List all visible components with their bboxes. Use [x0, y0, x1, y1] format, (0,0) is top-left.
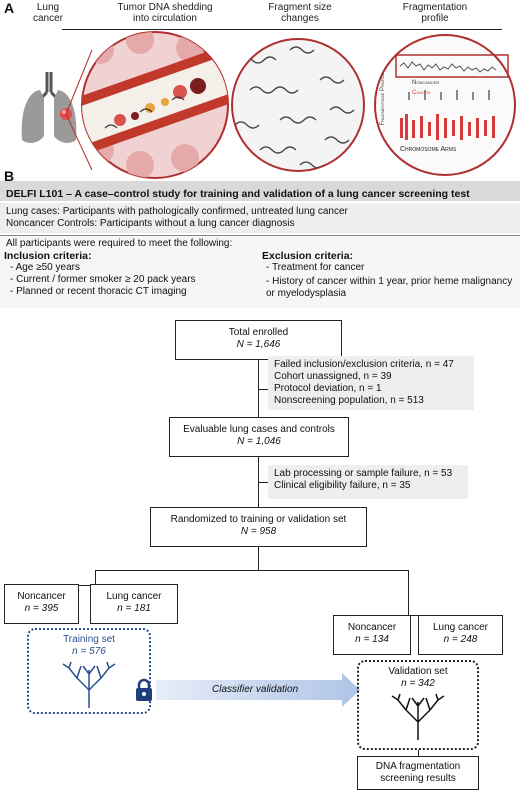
cases-definition: Lung cases: Participants with pathologic… [6, 206, 348, 217]
training-noncancer-label: Noncancer [17, 591, 66, 602]
header-lung-cancer: Lung cancer [32, 2, 63, 24]
training-noncancer-box: Noncancer n = 395 [4, 584, 79, 624]
training-set-box: Training set n = 576 [27, 628, 151, 714]
training-cancer-label: Lung cancer [106, 591, 162, 602]
all-participants-text: All participants were required to meet t… [6, 238, 233, 249]
validation-noncancer-box: Noncancer n = 134 [333, 615, 411, 655]
training-set-label: Training set [63, 634, 115, 645]
inclusion-item: - Age ≥50 years [10, 262, 80, 273]
randomized-label: Randomized to training or validation set [170, 514, 347, 525]
study-definitions: Lung cases: Participants with pathologic… [0, 203, 520, 233]
connector [408, 570, 409, 615]
inclusion-item: - Planned or recent thoracic CT imaging [10, 286, 187, 297]
validation-cancer-n: n = 248 [443, 634, 478, 645]
validation-set-box: Validation set n = 342 [357, 660, 479, 750]
header-underline [62, 29, 502, 30]
exclusion-item: - Treatment for cancer [266, 262, 365, 273]
evaluable-box: Evaluable lung cases and controls N = 1,… [169, 417, 349, 457]
header-tumor-dna: Tumor DNA shedding into circulation [117, 2, 213, 24]
exclusion-item: - History of cancer within 1 year, prior… [266, 276, 513, 299]
legend-cancer: Cancer [412, 90, 431, 96]
exclusion-reason: Lab processing or sample failure, n = 53 [274, 468, 453, 479]
classifier-validation-label: Classifier validation [212, 684, 299, 695]
inclusion-item: - Current / former smoker ≥ 20 pack year… [10, 274, 196, 285]
header-fragmentation-profile: Fragmentation profile [402, 2, 468, 24]
exclusion-reason: Cohort unassigned, n = 39 [274, 371, 392, 382]
inclusion-title: Inclusion criteria: [4, 250, 92, 262]
legend-noncancer: Noncancer [412, 80, 440, 86]
validation-cancer-box: Lung cancer n = 248 [418, 615, 503, 655]
randomized-box: Randomized to training or validation set… [150, 507, 367, 547]
exclusion-reason: Nonscreening population, n = 513 [274, 395, 424, 406]
chromosome-arms-label: Chromosome Arms [400, 146, 457, 153]
header-fragment-size: Fragment size changes [268, 2, 332, 24]
tree-model-icon [391, 693, 445, 740]
fragmentome-axis-label: Fragmentome Profile [380, 72, 386, 126]
lock-icon [136, 678, 152, 701]
study-title: DELFI L101 – A case–control study for tr… [6, 188, 470, 200]
controls-definition: Noncancer Controls: Participants without… [6, 218, 295, 229]
total-enrolled-box: Total enrolled N = 1,646 [175, 320, 342, 360]
training-noncancer-n: n = 395 [24, 603, 59, 614]
zoom-connector [65, 49, 93, 171]
fragmentation-profile-illustration [374, 34, 516, 176]
panel-b-letter: B [4, 168, 15, 184]
dna-fragment-illustration [231, 38, 365, 172]
training-cancer-n: n = 181 [117, 603, 151, 614]
connector [258, 360, 259, 417]
connector [258, 482, 268, 483]
blood-vessel-illustration [81, 31, 229, 179]
criteria-section: All participants were required to meet t… [0, 235, 520, 308]
connector [258, 389, 268, 390]
validation-noncancer-label: Noncancer [347, 622, 397, 633]
study-title-bar: DELFI L101 – A case–control study for tr… [0, 181, 520, 201]
connector [418, 750, 419, 756]
training-cancer-box: Lung cancer n = 181 [90, 584, 178, 624]
evaluable-n: N = 1,046 [237, 436, 281, 447]
evaluable-label: Evaluable lung cases and controls [183, 424, 335, 435]
exclusion-reason: Failed inclusion/exclusion criteria, n =… [274, 359, 454, 370]
training-set-n: n = 576 [72, 646, 106, 657]
total-enrolled-n: N = 1,646 [236, 339, 281, 350]
results-box: DNA fragmentation screening results [357, 756, 479, 790]
connector [372, 615, 456, 616]
classifier-validation-arrow [156, 673, 360, 707]
tree-model-icon [62, 661, 116, 708]
validation-cancer-label: Lung cancer [432, 622, 489, 633]
total-enrolled-label: Total enrolled [228, 327, 289, 338]
validation-set-n: n = 342 [401, 678, 435, 689]
results-label: DNA fragmentation screening results [375, 761, 461, 784]
panel-a-letter: A [4, 0, 15, 16]
exclusion-title: Exclusion criteria: [262, 250, 354, 262]
randomized-n: N = 958 [240, 526, 277, 537]
connector [258, 547, 259, 570]
connector [95, 570, 408, 571]
exclusion-note-1: Failed inclusion/exclusion criteria, n =… [268, 356, 474, 410]
exclusion-note-2: Lab processing or sample failure, n = 53… [268, 465, 468, 499]
validation-noncancer-n: n = 134 [355, 634, 389, 645]
exclusion-reason: Protocol deviation, n = 1 [274, 383, 382, 394]
exclusion-reason: Clinical eligibility failure, n = 35 [274, 480, 411, 491]
validation-set-label: Validation set [388, 666, 448, 677]
connector [95, 570, 96, 585]
